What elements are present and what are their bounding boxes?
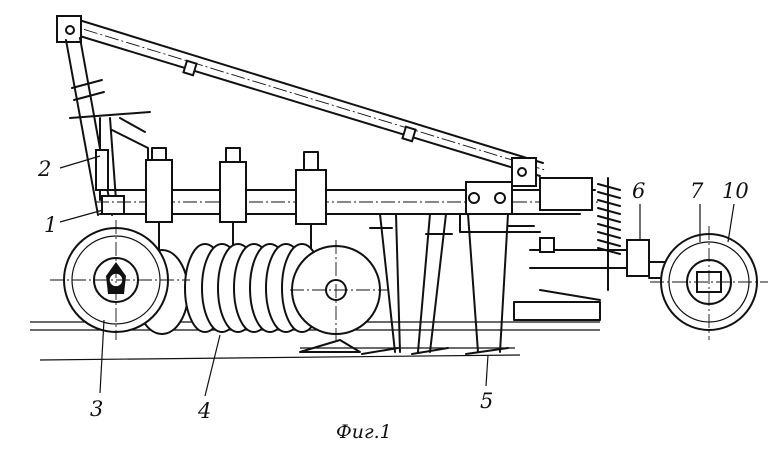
disc-gang	[135, 240, 388, 340]
top-link-beam	[59, 15, 546, 187]
label-3: 3	[90, 397, 103, 421]
disc-centerline	[290, 240, 388, 340]
label-1: 1	[44, 213, 57, 237]
leader-lines	[59, 155, 735, 397]
rear-spring-assembly	[529, 177, 691, 291]
figure-caption: Фиг.1	[336, 421, 392, 443]
label-10: 10	[722, 179, 749, 203]
disc-standards	[145, 147, 327, 259]
label-4: 4	[197, 399, 211, 423]
rear-wheel	[650, 226, 768, 340]
front-wheel	[50, 220, 190, 340]
plow-shanks	[299, 181, 601, 355]
hitch-mast	[56, 15, 151, 216]
label-2: 2	[37, 157, 51, 181]
label-5: 5	[480, 389, 493, 413]
label-6: 6	[632, 179, 645, 203]
label-7: 7	[690, 179, 704, 203]
